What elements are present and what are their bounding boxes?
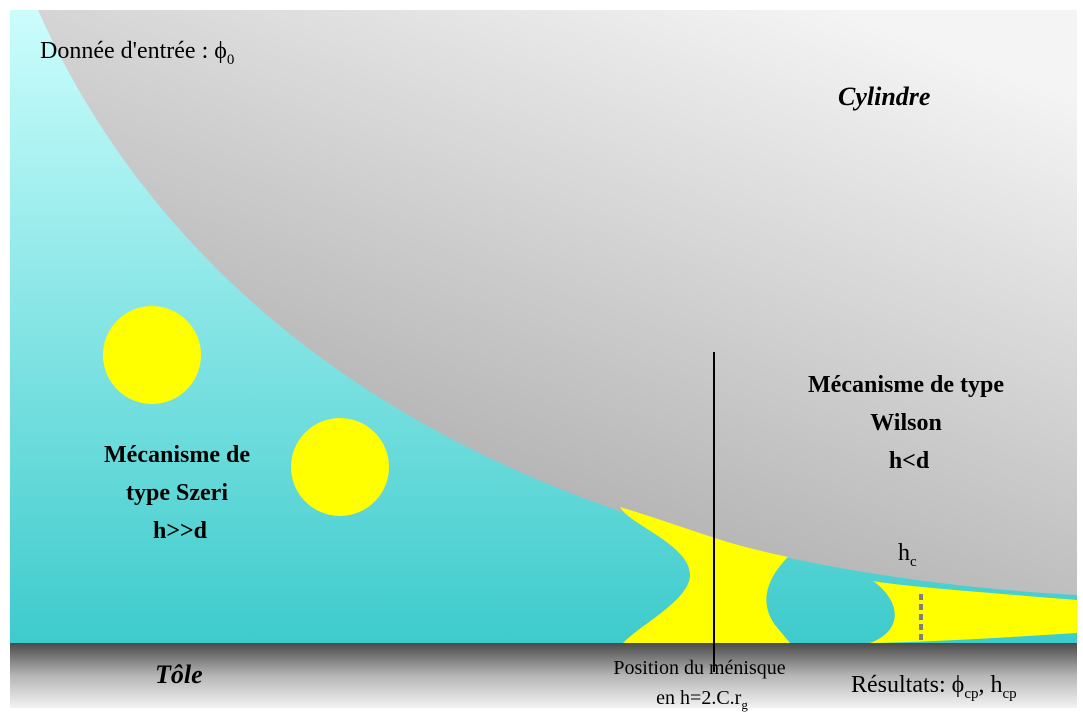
- plate-label: Tôle: [155, 660, 203, 689]
- meniscus-caption: Position du ménisque en h=2.C.rg: [613, 657, 790, 712]
- wilson-line-3: h<d: [889, 448, 930, 474]
- wilson-mechanism-label: Mécanisme de type Wilson h<d: [808, 372, 1010, 474]
- film-blob-left: [620, 507, 712, 643]
- particle-circle-medium: [291, 418, 389, 516]
- plate-sheet: [10, 643, 1077, 708]
- meniscus-line-2: en h=2.C.rg: [656, 687, 748, 712]
- particle-circle-large: [103, 306, 201, 404]
- szeri-line-3: h>>d: [153, 518, 208, 544]
- wilson-line-2: Wilson: [870, 410, 942, 436]
- meniscus-line-1: Position du ménisque: [613, 657, 785, 679]
- film-blob-middle: [712, 537, 790, 643]
- szeri-line-1: Mécanisme de: [104, 442, 250, 468]
- cylinder-surface: [38, 10, 1077, 595]
- hc-label: hc: [898, 540, 917, 570]
- wilson-line-1: Mécanisme de type: [808, 372, 1004, 398]
- szeri-line-2: type Szeri: [126, 480, 228, 506]
- szeri-mechanism-label: Mécanisme de type Szeri h>>d: [104, 442, 256, 544]
- results-label: Résultats: ϕcp, hcp: [851, 672, 1017, 702]
- cylinder-label: Cylindre: [838, 82, 930, 111]
- input-label: Donnée d'entrée : ϕ0: [40, 38, 234, 68]
